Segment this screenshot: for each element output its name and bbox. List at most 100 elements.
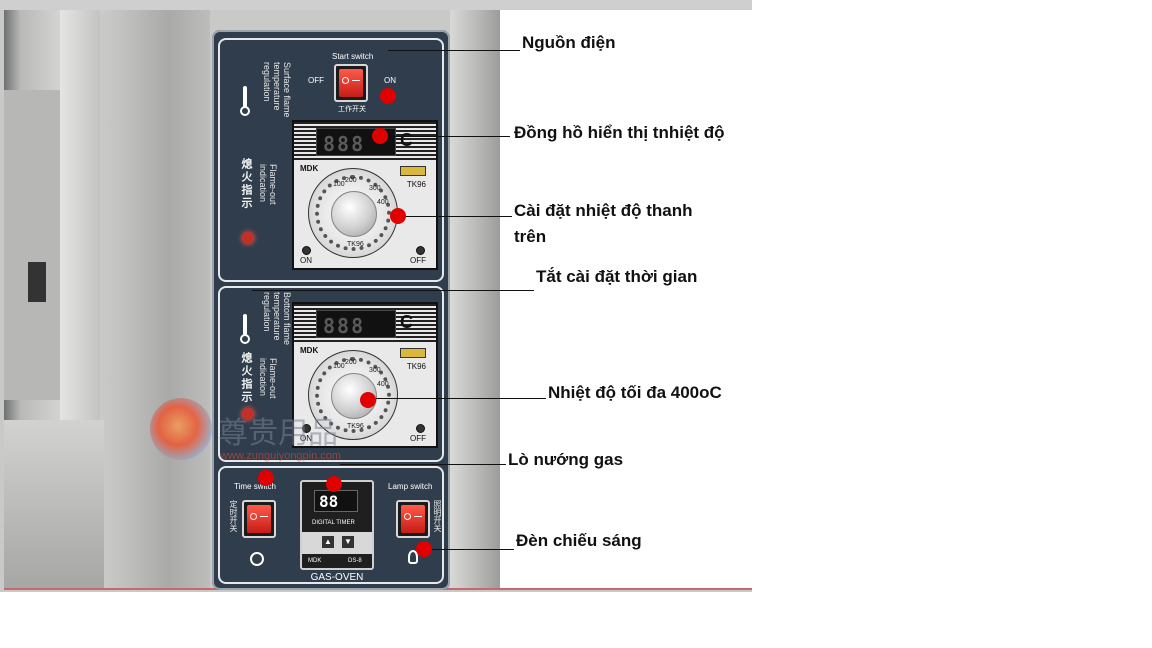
leader-line-top-setting [398, 216, 512, 217]
controller-on-label-bottom: ON [300, 434, 312, 443]
leader-line-timer-off [252, 290, 534, 291]
timer-section: Time switch 定时开关 88 DIGITAL TIMER ▲ ▼ MD… [218, 466, 444, 584]
marker-gas-oven [326, 476, 342, 492]
top-temperature-controller: 888 C MDK TK96 100 200 300 400 TK96 ON [292, 120, 438, 270]
dial-number: 300 [369, 367, 381, 374]
timer-brand: MDK [308, 558, 322, 564]
watermark-subtext: www.zunguiyongpin.com [220, 450, 342, 462]
controller-model-bottom: TK96 [406, 362, 426, 371]
clock-icon [250, 552, 264, 566]
lamp-icon [408, 550, 418, 564]
lamp-switch[interactable] [396, 500, 430, 538]
start-switch-off-label: OFF [308, 76, 324, 85]
gas-oven-label: GAS-OVEN [310, 572, 364, 583]
timer-model: DS-8 [348, 558, 362, 564]
surface-flame-label: Surface flame temperature regulation [262, 62, 292, 118]
timer-display: 88 [314, 490, 358, 512]
photo-background [500, 10, 752, 590]
oven-door-slot [28, 262, 46, 302]
leader-line-max-temp [376, 398, 546, 399]
flame-out-cn-label: 熄火指示 [240, 352, 252, 404]
timer-button-row: ▲ ▼ [302, 532, 372, 554]
bottom-burner-section: Bottom flame temperature regulation 熄火指示… [218, 286, 444, 462]
controller-badge-top [400, 166, 426, 176]
thermometer-icon [240, 314, 250, 344]
marker-time-switch [258, 470, 274, 486]
oven-door-frame [4, 90, 60, 400]
marker-power [380, 88, 396, 104]
top-temperature-dial[interactable]: 100 200 300 400 TK96 [308, 168, 398, 258]
bottom-temperature-dial[interactable]: 100 200 300 400 TK96 [308, 350, 398, 440]
bottom-flame-label: Bottom flame temperature regulation [262, 292, 292, 346]
watermark-text: 尊贵用品 [218, 417, 338, 450]
watermark-logo [150, 398, 212, 460]
temperature-unit-top: C [400, 130, 413, 150]
callout-gas-oven: Lò nướng gas [508, 450, 624, 469]
start-switch[interactable] [334, 64, 368, 102]
dial-number: 400 [377, 381, 389, 388]
thermometer-icon [240, 86, 250, 116]
start-switch-title: Start switch [332, 52, 374, 61]
leader-line-power [388, 50, 520, 51]
oven-photo: Start switch OFF ON 工作开关 Surface flame t… [0, 0, 752, 592]
timer-up-button[interactable]: ▲ [322, 536, 334, 548]
controller-brand-top: MDK [300, 164, 319, 173]
control-panel: Start switch OFF ON 工作开关 Surface flame t… [212, 30, 450, 590]
callout-max-temp: Nhiệt độ tối đa 400oC [548, 383, 722, 402]
lamp-switch-cn-label: 照明开关 [433, 500, 442, 532]
dial-number: 400 [377, 199, 389, 206]
controller-model-top: TK96 [406, 180, 426, 189]
timer-label: DIGITAL TIMER [312, 520, 355, 526]
start-switch-on-label: ON [384, 76, 396, 85]
controller-brand-bottom: MDK [300, 346, 319, 355]
leader-line-gas-oven [340, 464, 506, 465]
flame-out-indicator-top [242, 232, 254, 244]
flame-out-cn-label: 熄火指示 [240, 158, 252, 210]
bottom-temperature-controller: 888 C MDK TK96 100 200 300 400 TK96 ON [292, 302, 438, 448]
flame-out-indicator-bottom [242, 408, 254, 420]
marker-display [372, 128, 388, 144]
photo-top-edge [0, 0, 752, 10]
dial-number: 100 [333, 181, 345, 188]
dial-number: 300 [369, 185, 381, 192]
rocker-on-symbol [352, 80, 360, 81]
marker-lamp [416, 541, 432, 557]
dial-number: 100 [333, 363, 345, 370]
temperature-display-bottom: 888 [316, 310, 396, 338]
temperature-unit-bottom: C [400, 312, 413, 332]
controller-on-led-top [302, 246, 311, 255]
flame-out-label: Flame-out indication [258, 164, 278, 205]
dial-number: 200 [345, 359, 357, 366]
controller-off-led-bottom [416, 424, 425, 433]
time-switch[interactable] [242, 500, 276, 538]
dial-model-label: TK96 [347, 241, 364, 248]
callout-timer-off: Tắt cài đặt thời gian [536, 267, 698, 286]
leader-line-display [380, 136, 510, 137]
top-temperature-knob[interactable] [331, 191, 377, 237]
controller-on-led-bottom [302, 424, 311, 433]
top-burner-section: Start switch OFF ON 工作开关 Surface flame t… [218, 38, 444, 282]
controller-badge-bottom [400, 348, 426, 358]
dial-number: 200 [345, 177, 357, 184]
controller-off-label-bottom: OFF [410, 434, 426, 443]
time-switch-title: Time switch [234, 482, 276, 491]
oven-door-bottom [4, 420, 104, 590]
marker-top-setting [390, 208, 406, 224]
digital-timer: 88 DIGITAL TIMER ▲ ▼ MDK DS-8 [300, 480, 374, 570]
controller-on-label-top: ON [300, 256, 312, 265]
callout-power: Nguồn điện [522, 33, 616, 52]
flame-out-label: Flame-out indication [258, 358, 278, 399]
callout-top-setting: Cài đặt nhiệt độ thanh trên [514, 201, 693, 246]
oven-steel-right [450, 10, 500, 590]
start-switch-cn-label: 工作开关 [338, 106, 366, 113]
lamp-switch-title: Lamp switch [388, 482, 433, 491]
controller-off-led-top [416, 246, 425, 255]
marker-max-temp [360, 392, 376, 408]
timer-down-button[interactable]: ▼ [342, 536, 354, 548]
dial-model-label: TK96 [347, 423, 364, 430]
controller-off-label-top: OFF [410, 256, 426, 265]
rocker-off-symbol [342, 77, 349, 84]
callout-lamp: Đèn chiếu sáng [516, 531, 642, 550]
callout-display: Đồng hồ hiển thị tnhiệt độ [514, 123, 725, 142]
leader-line-lamp [432, 549, 514, 550]
